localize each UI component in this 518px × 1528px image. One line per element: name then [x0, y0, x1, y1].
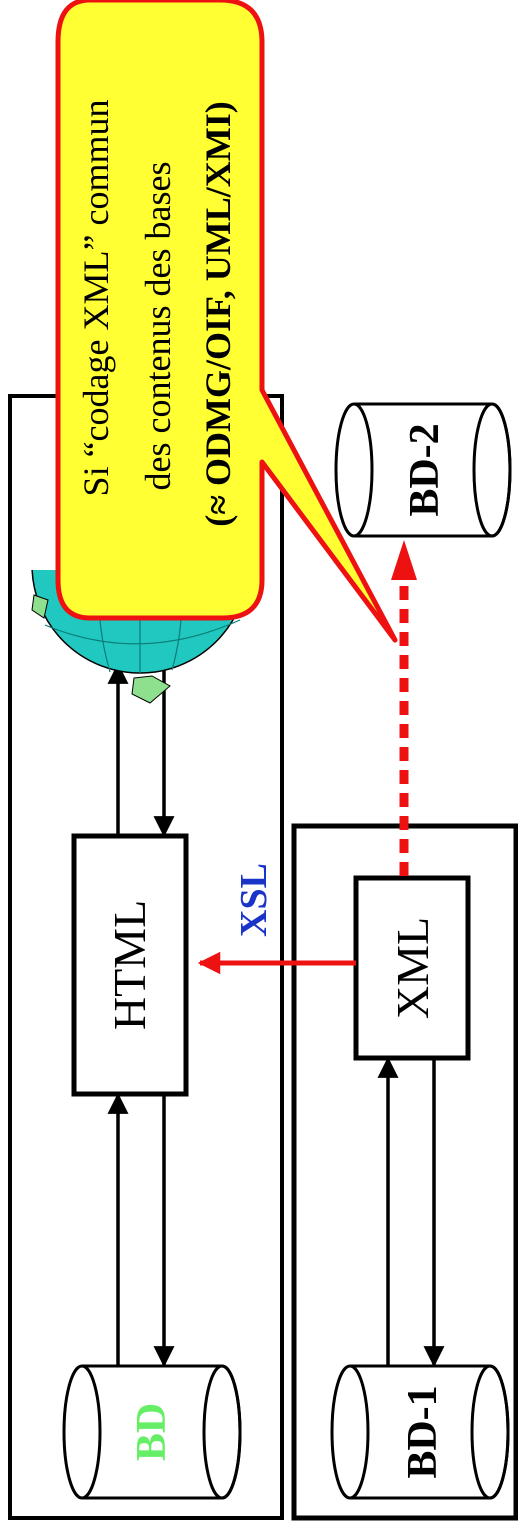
callout-bubble: Si “codage XML” commun des contenus des …	[55, 0, 398, 643]
dashed-arrow-head	[391, 540, 417, 580]
bd-label: BD	[129, 1403, 175, 1461]
bd1-label: BD-1	[400, 1385, 446, 1478]
xsl-label: XSL	[233, 863, 275, 937]
bd2-cylinder: BD-2	[334, 402, 512, 538]
xml-box: XML	[353, 875, 471, 1061]
bd-cylinder: BD	[62, 1364, 242, 1500]
callout-line3: (≈ ODMG/OIF, UML/XMI)	[198, 101, 238, 526]
bd2-label: BD-2	[402, 423, 448, 516]
html-label: HTML	[104, 900, 155, 1030]
html-box: HTML	[71, 833, 189, 1097]
bd1-cylinder: BD-1	[330, 1364, 510, 1500]
callout-line1: Si “codage XML” commun	[76, 100, 116, 497]
xml-label: XML	[387, 917, 438, 1019]
callout-line2: des contenus des bases	[138, 162, 178, 491]
